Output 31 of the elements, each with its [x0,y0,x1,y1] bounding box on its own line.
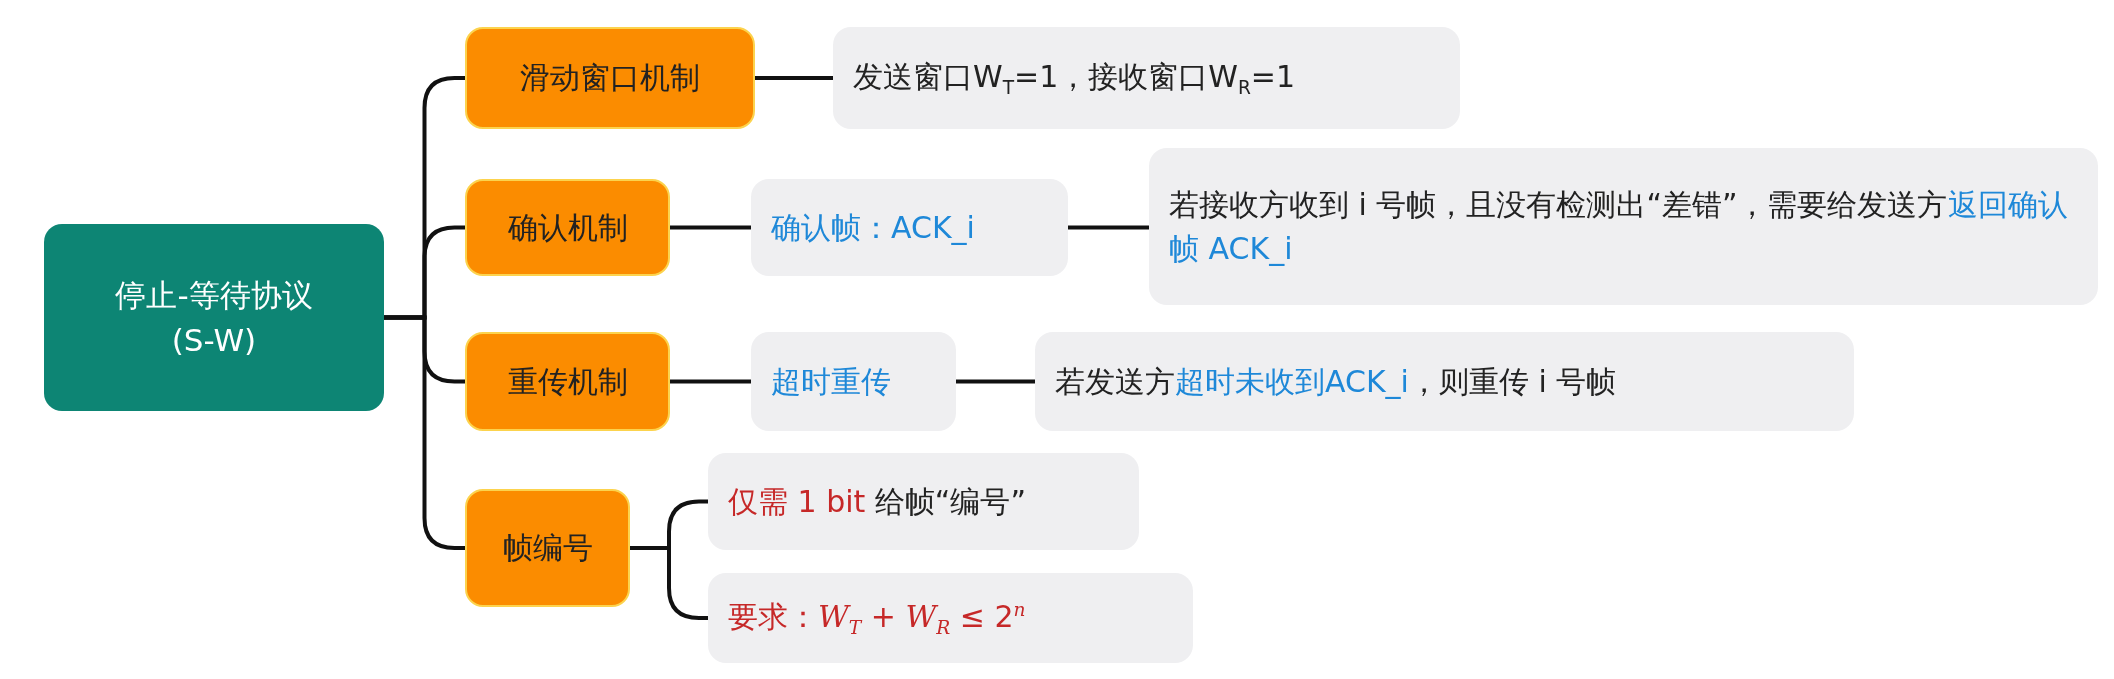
node-text: 仅需 1 bit 给帧“编号” [728,482,1026,521]
connector-line [670,225,751,230]
node-text: 确认机制 [507,208,628,247]
node-text: 若接收方收到 i 号帧，且没有检测出“差错”，需要给发送方返回确认帧 ACK_i [1169,186,2069,268]
topic-text: 停止-等待协议 (S-W) [114,275,314,360]
detail-box [708,573,1193,663]
node-text: 发送窗口W$_{T}$=1，接收窗口W$_{R}$=1 [853,57,1296,100]
detail-box [1149,148,2098,305]
branch-box [465,489,630,607]
topic-box [44,224,384,411]
connector-line [630,546,708,620]
node-text: 若发送方超时未收到ACK_i，则重传 i 号帧 [1055,362,1617,401]
node-text: 确认帧：ACK_i [771,208,975,247]
branch-box [465,332,670,431]
connector-line [384,315,465,550]
detail-box [708,453,1139,550]
detail-box [751,179,1068,276]
branch-box [465,27,755,129]
node-text: 滑动窗口机制 [520,59,700,98]
connector-line [670,379,751,384]
node-text: 重传机制 [507,362,628,401]
detail-box [751,332,956,431]
node-text: 要求：W$_{T}$ + W$_{R}$ ≤ 2$^{n}$ [728,597,1026,640]
node-text: 帧编号 [502,529,593,568]
detail-box [833,27,1460,129]
connector-line [1068,225,1149,230]
connector-line [956,379,1035,384]
connector-line [755,76,833,80]
detail-box [1035,332,1854,431]
branch-box [465,179,670,276]
node-text: 超时重传 [771,362,891,401]
